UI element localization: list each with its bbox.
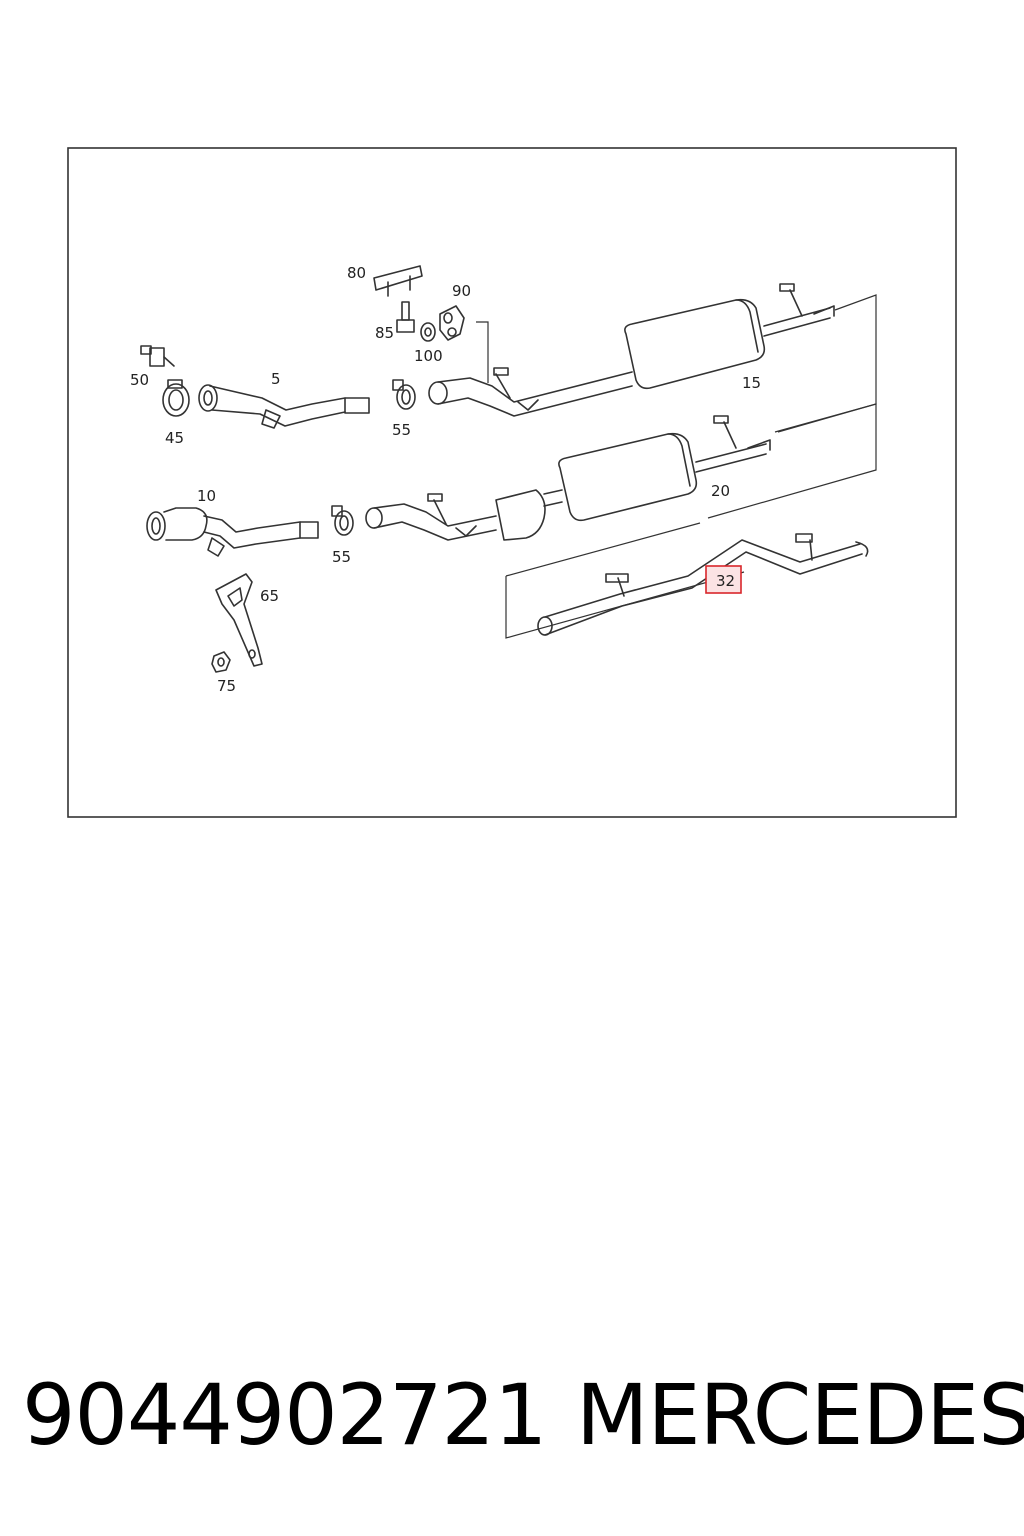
- label-part-5: 5: [271, 370, 281, 388]
- footer: 9044902721 MERCEDES: [0, 1366, 1024, 1476]
- washer-part-100: [420, 322, 436, 342]
- rubber-hanger-part-90: [439, 305, 465, 341]
- clamp-part-55-lower: [331, 505, 354, 536]
- label-part-65: 65: [260, 587, 279, 605]
- label-part-10: 10: [197, 487, 216, 505]
- label-part-45: 45: [165, 429, 184, 447]
- intermediate-pipe-part-32: [537, 533, 869, 636]
- bolt-part-85: [396, 301, 415, 333]
- bracket-part-65: [215, 573, 263, 667]
- label-part-80: 80: [347, 264, 366, 282]
- label-part-100: 100: [414, 347, 443, 365]
- diagram-frame: [67, 147, 957, 818]
- part-number: 9044902721: [22, 1366, 547, 1464]
- silencer-assembly-part-15: [428, 283, 835, 417]
- bracket-part-80: [373, 265, 423, 297]
- nut-part-75: [211, 651, 231, 673]
- label-part-55-lower: 55: [332, 548, 351, 566]
- highlight-box-part-32: [705, 565, 742, 594]
- front-pipe-part-5: [198, 384, 370, 429]
- bolt-part-50: [140, 345, 175, 367]
- group-bracket-upper: [476, 294, 877, 433]
- label-part-85: 85: [375, 324, 394, 342]
- clamp-part-55-upper: [392, 379, 416, 410]
- label-part-32: 32: [716, 572, 735, 590]
- label-part-50: 50: [130, 371, 149, 389]
- label-part-75: 75: [217, 677, 236, 695]
- brand-name: MERCEDES: [576, 1366, 1024, 1464]
- label-part-55-upper: 55: [392, 421, 411, 439]
- label-part-20: 20: [711, 482, 730, 500]
- label-part-15: 15: [742, 374, 761, 392]
- clamp-part-45: [162, 379, 190, 417]
- group-bracket-lower: [505, 403, 877, 639]
- silencer-assembly-part-20: [365, 415, 771, 541]
- label-part-90: 90: [452, 282, 471, 300]
- front-pipe-catalyst-part-10: [146, 507, 319, 557]
